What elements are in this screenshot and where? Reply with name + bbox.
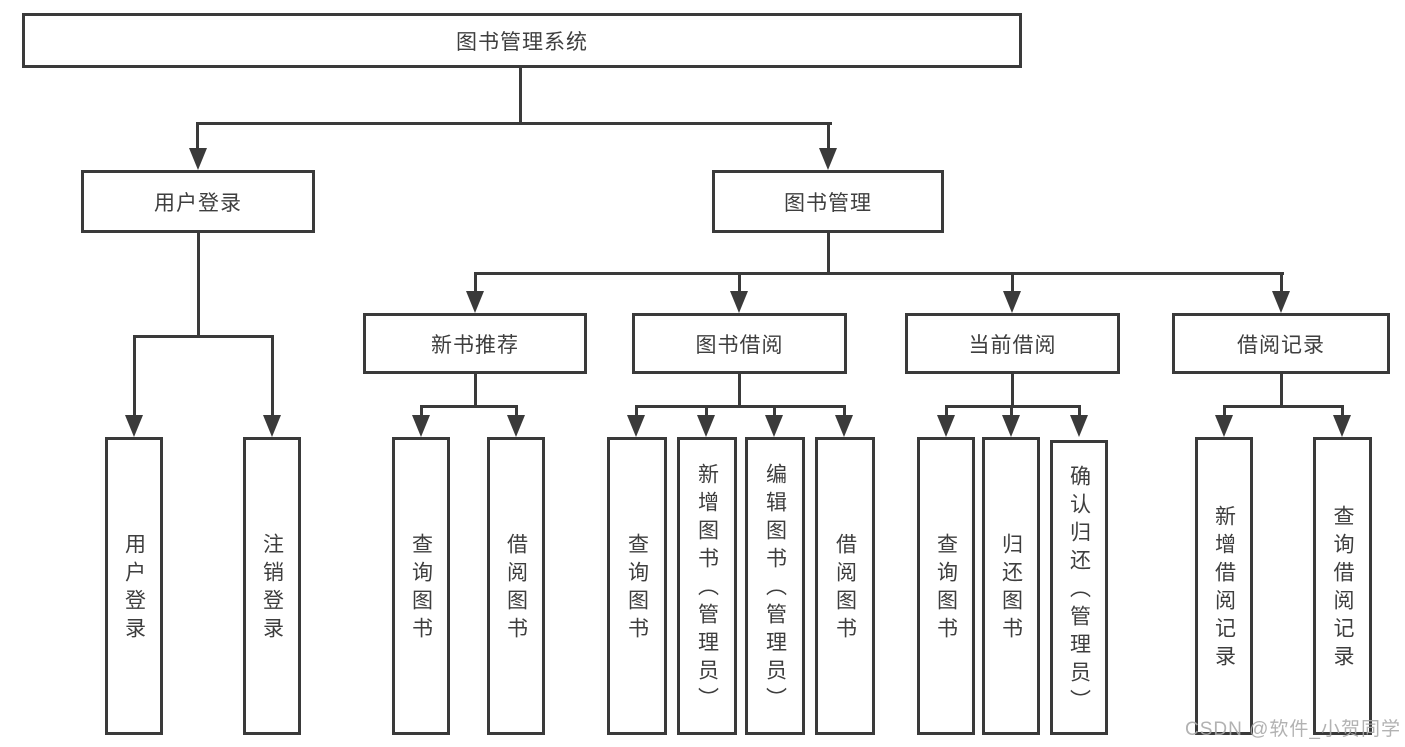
node-new-book-recommend: 新书推荐 — [363, 313, 587, 374]
connector-line — [1010, 405, 1013, 418]
leaf-logout-label: 注销登录 — [260, 533, 284, 645]
node-library-system: 图书管理系统 — [22, 13, 1022, 68]
node-library-system-label: 图书管理系统 — [456, 30, 588, 54]
connector-line — [635, 405, 638, 418]
arrow-down-icon — [466, 291, 484, 313]
connector-line — [843, 405, 846, 418]
connector-line — [1011, 374, 1014, 407]
connector-line — [1280, 272, 1283, 293]
connector-line — [1011, 272, 1014, 293]
connector-line — [474, 272, 1284, 275]
leaf-add-borrow-record: 新增借阅记录 — [1195, 437, 1253, 735]
arrow-down-icon — [730, 291, 748, 313]
connector-line — [197, 233, 200, 337]
connector-line — [420, 405, 518, 408]
node-book-management: 图书管理 — [712, 170, 944, 233]
arrow-down-icon — [189, 148, 207, 170]
connector-line — [773, 405, 776, 418]
node-book-borrow-label: 图书借阅 — [695, 333, 784, 357]
connector-line — [827, 122, 830, 150]
leaf-confirm-return-admin-label: 确认归还（管理员） — [1067, 464, 1091, 717]
leaf-user-login: 用户登录 — [105, 437, 163, 735]
node-book-borrow: 图书借阅 — [632, 313, 847, 374]
leaf-user-login-label: 用户登录 — [122, 533, 146, 645]
connector-line — [738, 272, 741, 293]
leaf-current-query-books: 查询图书 — [917, 437, 975, 735]
connector-line — [271, 335, 274, 417]
leaf-query-borrow-record: 查询借阅记录 — [1313, 437, 1372, 735]
leaf-current-query-books-label: 查询图书 — [934, 533, 958, 645]
node-book-management-label: 图书管理 — [784, 191, 872, 215]
leaf-edit-books-admin: 编辑图书（管理员） — [745, 437, 805, 735]
arrow-down-icon — [1333, 415, 1351, 437]
csdn-watermark: CSDN @软件_小贺同学 — [1185, 719, 1401, 740]
leaf-add-books-admin: 新增图书（管理员） — [677, 437, 737, 735]
connector-line — [705, 405, 708, 418]
connector-line — [133, 335, 136, 417]
connector-line — [635, 405, 846, 408]
leaf-logout: 注销登录 — [243, 437, 301, 735]
node-current-borrow: 当前借阅 — [905, 313, 1120, 374]
connector-line — [474, 374, 477, 407]
arrow-down-icon — [1272, 291, 1290, 313]
node-new-book-recommend-label: 新书推荐 — [431, 333, 519, 357]
connector-line — [196, 122, 199, 150]
arrow-down-icon — [937, 415, 955, 437]
leaf-newbook-query-books: 查询图书 — [392, 437, 450, 735]
arrow-down-icon — [507, 415, 525, 437]
connector-line — [1341, 405, 1344, 418]
connector-line — [133, 335, 274, 338]
node-borrow-records: 借阅记录 — [1172, 313, 1390, 374]
leaf-add-borrow-record-label: 新增借阅记录 — [1212, 505, 1236, 673]
leaf-newbook-query-books-label: 查询图书 — [409, 533, 433, 645]
arrow-down-icon — [819, 148, 837, 170]
node-user-login-label: 用户登录 — [154, 191, 242, 215]
connector-line — [519, 68, 522, 124]
leaf-borrow-borrow-books-label: 借阅图书 — [833, 533, 857, 645]
leaf-add-books-admin-label: 新增图书（管理员） — [695, 463, 719, 715]
arrow-down-icon — [125, 415, 143, 437]
connector-line — [1078, 405, 1081, 418]
arrow-down-icon — [1070, 415, 1088, 437]
leaf-borrow-query-books-label: 查询图书 — [625, 533, 649, 645]
connector-line — [420, 405, 423, 418]
node-user-login: 用户登录 — [81, 170, 315, 233]
connector-line — [945, 405, 948, 418]
connector-line — [1280, 374, 1283, 407]
connector-line — [1223, 405, 1344, 408]
arrow-down-icon — [412, 415, 430, 437]
connector-line — [196, 122, 832, 125]
leaf-return-books-label: 归还图书 — [999, 533, 1023, 645]
leaf-query-borrow-record-label: 查询借阅记录 — [1331, 505, 1354, 673]
connector-line — [515, 405, 518, 418]
leaf-return-books: 归还图书 — [982, 437, 1040, 735]
leaf-edit-books-admin-label: 编辑图书（管理员） — [763, 463, 787, 715]
arrow-down-icon — [1002, 415, 1020, 437]
leaf-newbook-borrow-books: 借阅图书 — [487, 437, 545, 735]
connector-line — [827, 233, 830, 275]
leaf-confirm-return-admin: 确认归还（管理员） — [1050, 440, 1108, 735]
node-borrow-records-label: 借阅记录 — [1237, 333, 1325, 357]
leaf-borrow-borrow-books: 借阅图书 — [815, 437, 875, 735]
arrow-down-icon — [1215, 415, 1233, 437]
node-current-borrow-label: 当前借阅 — [968, 333, 1057, 357]
arrow-down-icon — [835, 415, 853, 437]
connector-line — [474, 272, 477, 293]
connector-line — [738, 374, 741, 407]
leaf-newbook-borrow-books-label: 借阅图书 — [504, 533, 528, 645]
connector-line — [945, 405, 1081, 408]
connector-line — [1223, 405, 1226, 418]
arrow-down-icon — [1003, 291, 1021, 313]
leaf-borrow-query-books: 查询图书 — [607, 437, 667, 735]
arrow-down-icon — [697, 415, 715, 437]
arrow-down-icon — [765, 415, 783, 437]
arrow-down-icon — [263, 415, 281, 437]
arrow-down-icon — [627, 415, 645, 437]
